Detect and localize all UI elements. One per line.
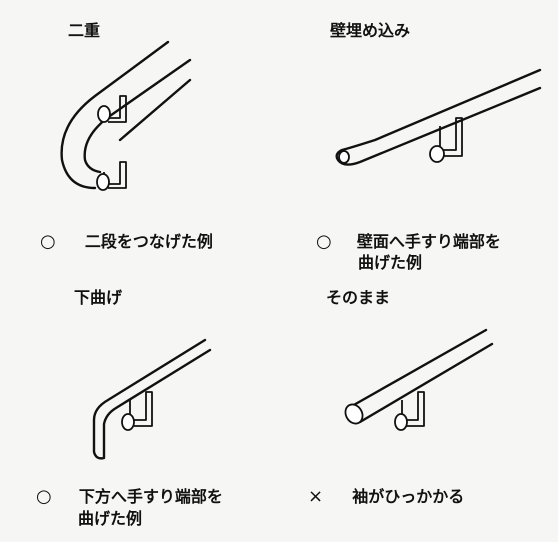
ok-symbol: ○ bbox=[316, 231, 332, 252]
wall-embedded-rail-illustration bbox=[335, 68, 542, 166]
straight-end-rail-illustration bbox=[344, 328, 494, 431]
caption-line: 壁面へ手すり端部を bbox=[356, 232, 501, 251]
title-downward-bend: 下曲げ bbox=[74, 288, 123, 307]
caption-double: ○ 二段をつなげた例 bbox=[40, 231, 213, 253]
caption-wall-embedded-line2: 曲げた例 bbox=[358, 253, 423, 272]
double-rail-illustration bbox=[60, 40, 192, 191]
ng-symbol: × bbox=[308, 486, 324, 507]
ok-symbol: ○ bbox=[40, 231, 56, 252]
caption-downward-bend-line2: 曲げた例 bbox=[78, 509, 143, 528]
ok-symbol: ○ bbox=[36, 486, 52, 507]
caption-line: 二段をつなげた例 bbox=[84, 232, 213, 251]
downward-bent-rail-illustration bbox=[92, 338, 212, 460]
title-double: 二重 bbox=[68, 21, 101, 40]
title-straight: そのまま bbox=[326, 288, 391, 307]
title-wall-embedded: 壁埋め込み bbox=[330, 21, 411, 40]
caption-line: 下方へ手すり端部を bbox=[78, 487, 223, 506]
caption-downward-bend: ○ 下方へ手すり端部を bbox=[36, 486, 223, 508]
caption-straight: × 袖がひっかかる bbox=[308, 486, 464, 508]
caption-line: 袖がひっかかる bbox=[352, 487, 465, 506]
caption-wall-embedded: ○ 壁面へ手すり端部を bbox=[316, 231, 501, 253]
